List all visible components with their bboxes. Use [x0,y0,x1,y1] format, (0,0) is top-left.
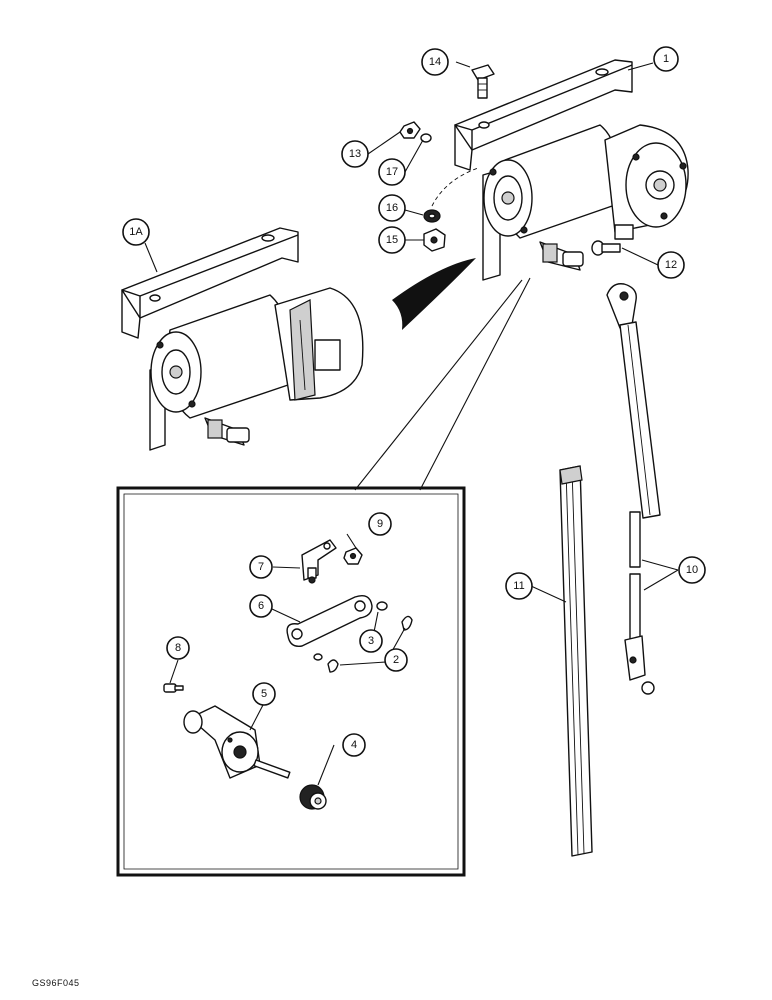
wiper-motor-assembly-1a [121,227,364,451]
wiper-blade-11 [559,465,593,857]
callout-7: 7 [249,555,273,579]
callout-15-label: 15 [386,234,398,246]
callout-4-label: 4 [351,739,357,751]
callout-11-label: 11 [513,580,524,592]
callout-1: 1 [653,46,679,72]
hardware-fasteners [399,64,621,256]
callout-2-label: 2 [393,654,399,666]
detail-inset [116,277,531,877]
callout-1a: 1A [122,218,150,246]
callout-17-label: 17 [386,166,398,178]
callout-3: 3 [359,629,383,653]
callout-11: 11 [505,572,533,600]
callout-14-label: 14 [429,56,441,68]
figure-id: GS96F045 [32,978,80,988]
detail-parts [163,539,413,810]
callout-6: 6 [249,594,273,618]
wiper-arm-10 [606,283,661,695]
callout-3-label: 3 [368,635,374,647]
callout-5: 5 [252,682,276,706]
callout-1a-label: 1A [129,226,143,238]
callout-12-label: 12 [665,259,677,271]
callout-9: 9 [368,512,392,536]
callout-17: 17 [378,158,406,186]
callout-8: 8 [166,636,190,660]
callout-16: 16 [378,194,406,222]
wiper-motor-assembly-1 [454,59,689,281]
callout-13: 13 [341,140,369,168]
callout-4: 4 [342,733,366,757]
callout-15: 15 [378,226,406,254]
callout-16-label: 16 [386,202,398,214]
callout-14: 14 [421,48,449,76]
callout-2: 2 [384,648,408,672]
callout-5-label: 5 [261,688,267,700]
callout-10-label: 10 [686,564,698,576]
callout-9-label: 9 [377,518,383,530]
callout-13-label: 13 [349,148,361,160]
direction-arrow [392,258,476,330]
callout-8-label: 8 [175,642,181,654]
callout-7-label: 7 [258,561,264,573]
callout-6-label: 6 [258,600,264,612]
callout-1-label: 1 [663,53,669,65]
callout-12: 12 [657,251,685,279]
callout-10: 10 [678,556,706,584]
